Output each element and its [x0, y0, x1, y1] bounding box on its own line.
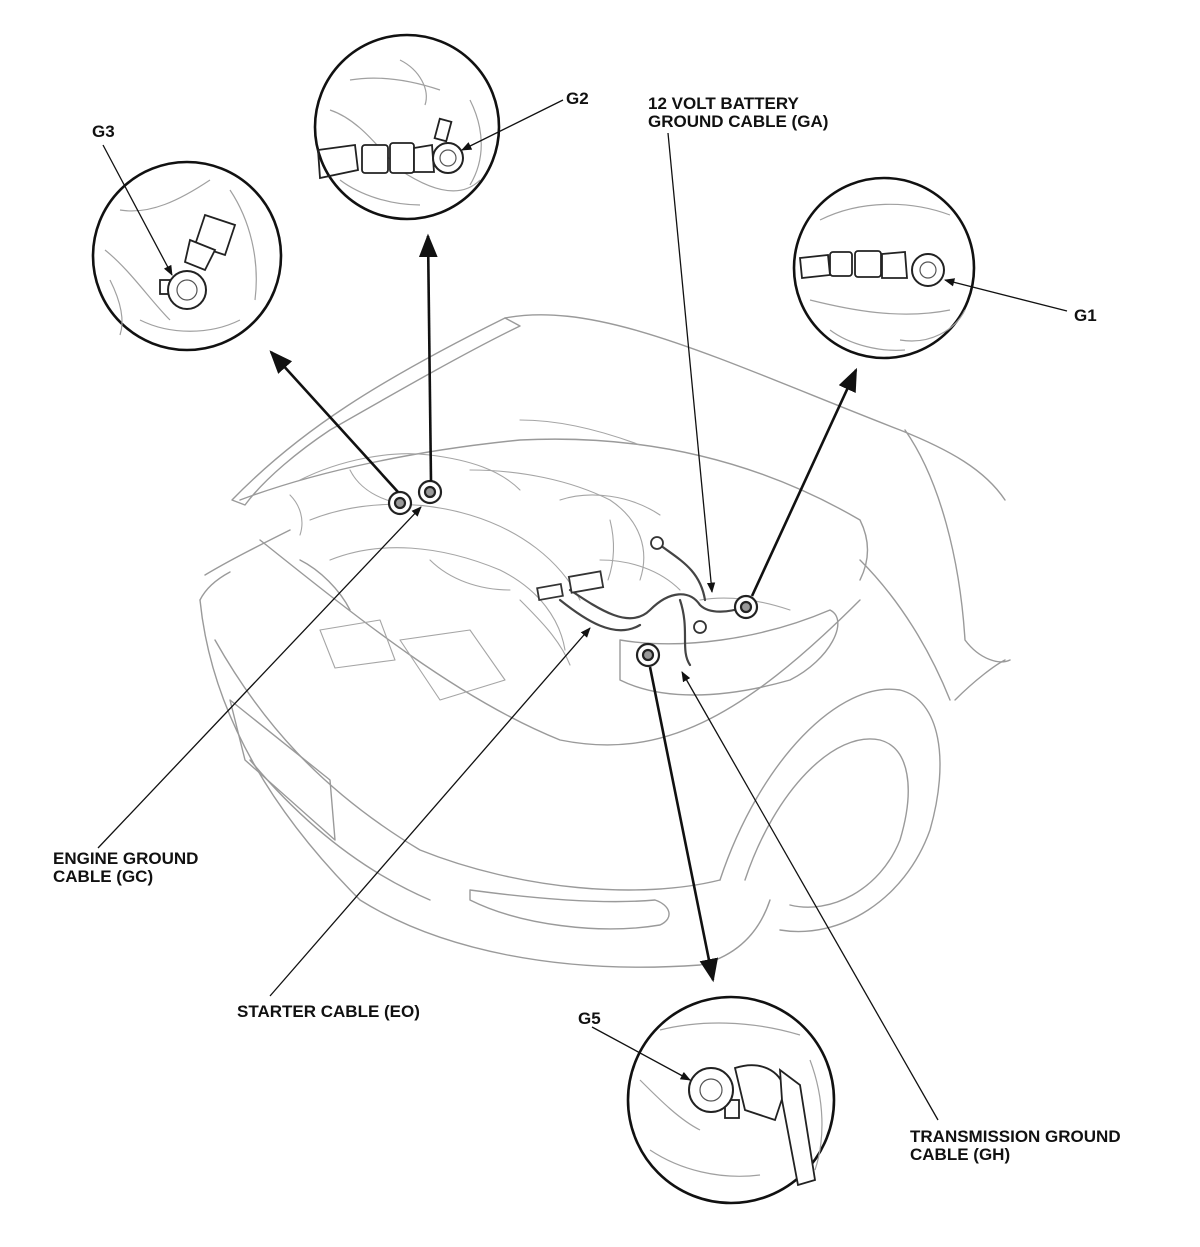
engine-ground-label-line2: CABLE (GC) — [53, 867, 154, 886]
cable-harness — [558, 543, 747, 667]
g1-detail-view — [792, 176, 976, 360]
battery-ground-label-line2: GROUND CABLE (GA) — [648, 112, 829, 131]
g2-detail-view — [313, 33, 501, 221]
engine-ground-label-line1: ENGINE GROUND — [53, 849, 199, 868]
transmission-ground-label-line1: TRANSMISSION GROUND — [910, 1127, 1121, 1146]
car-body — [199, 314, 1011, 968]
g1-label: G1 — [1074, 306, 1097, 325]
transmission-ground-cable-label: TRANSMISSION GROUND CABLE (GH) — [910, 1128, 1121, 1164]
g3-label: G3 — [92, 122, 115, 141]
g2-label: G2 — [566, 89, 589, 108]
transmission-ground-label-line2: CABLE (GH) — [910, 1145, 1011, 1164]
detail-arrows — [269, 233, 858, 983]
bolt-icon — [432, 142, 464, 174]
leader-lines — [97, 99, 1068, 1121]
bolt-icon — [688, 1067, 734, 1113]
battery-ground-label-line1: 12 VOLT BATTERY — [648, 94, 799, 113]
g5-detail-view — [626, 995, 836, 1205]
engine-ground-cable-label: ENGINE GROUND CABLE (GC) — [53, 850, 198, 886]
engine-bay-details — [289, 419, 791, 701]
ring-terminal-icon — [317, 117, 453, 180]
battery-ground-cable-label: 12 VOLT BATTERY GROUND CABLE (GA) — [648, 95, 828, 131]
ring-terminal-icon — [159, 213, 237, 295]
ring-terminal-icon — [799, 250, 908, 279]
ring-terminal-icon — [724, 1064, 817, 1187]
g5-label: G5 — [578, 1009, 601, 1028]
bolt-icon — [167, 270, 207, 310]
cable-connectors — [536, 536, 707, 634]
starter-cable-label: STARTER CABLE (EO) — [237, 1002, 420, 1021]
g3-detail-view — [91, 160, 283, 352]
bolt-icon — [911, 253, 945, 287]
